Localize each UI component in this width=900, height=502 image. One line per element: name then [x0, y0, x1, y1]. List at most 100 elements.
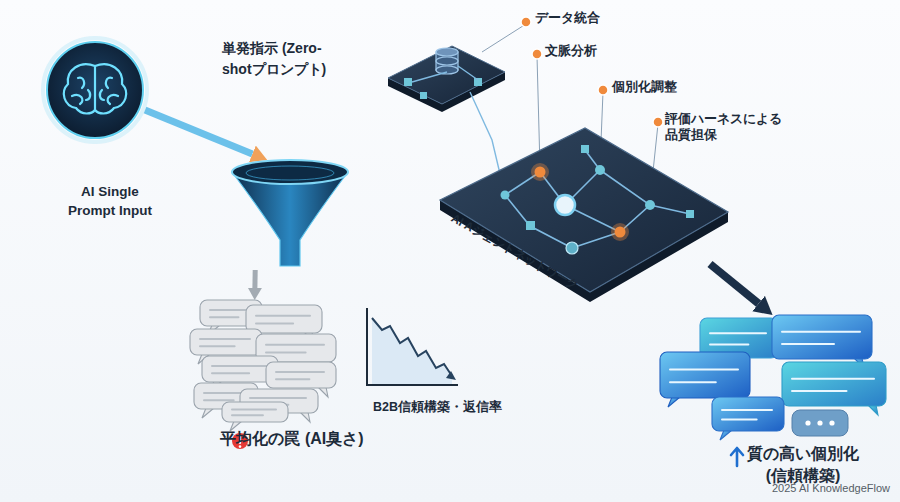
personalized-bubbles-shape-part: [782, 362, 886, 415]
node-sublabel: 評価ハーネスによる 品質担保: [665, 111, 790, 144]
input-brain-circle-shape-part: [43, 38, 147, 142]
generic-bubble-stack-shape-part: [210, 309, 250, 311]
generic-bubble-stack-shape-part: [266, 351, 306, 353]
agent-network-board-shape-part: [521, 17, 531, 27]
generic-bubble-stack-shape-part: [276, 371, 324, 373]
personalized-bubbles-shape-part: [722, 409, 772, 411]
generic-bubble-stack-shape-part: [250, 397, 306, 399]
input-brain-circle-shape: [45, 40, 145, 140]
input-brain-circle-shape-part: [43, 38, 147, 142]
input-brain-circle-shape-part: [78, 78, 84, 88]
personalized-bubbles-shape-part: [792, 410, 848, 436]
node-label: AI Single Prompt Input: [65, 183, 155, 221]
agent-network-board-shape-part: [615, 227, 626, 238]
decline-chart: B2B信頼構築・返信率: [362, 305, 462, 390]
agent-network-board-shape-part: [535, 167, 546, 178]
agent-network-board-shape-part: [532, 49, 542, 59]
personalized-bubbles-shape-part: [782, 331, 860, 333]
agent-network-board-shape-part: [521, 17, 663, 127]
copyright-footer: 2025 AI KnowledgeFlow: [770, 481, 890, 496]
generic-bubble-stack-shape-part: [232, 414, 263, 416]
personalized-bubbles-shape-part: [660, 315, 886, 440]
generic-bubble-stack-shape-part: [256, 322, 293, 324]
personalized-bubbles-shape-part: [829, 420, 834, 425]
generic-bubble-stack-shape-part: [190, 300, 336, 431]
agent-network-board-shape-part: [600, 170, 650, 232]
agent-network-board-shape-part: [686, 210, 694, 218]
agent-network-board-shape-part: [650, 205, 690, 214]
generic-bubble-stack: 平均化の罠 (AI臭さ): [185, 300, 340, 420]
agent-network-board: AI Aジェントネットワークデータ統合文脈分析個別化調整評価ハーネスによる 品質…: [420, 100, 710, 300]
input-brain-circle-shape-part: [94, 66, 96, 110]
input-brain-circle-shape-part: [100, 90, 104, 100]
personalized-bubbles: 質の高い個別化 (信頼構築): [655, 315, 890, 440]
agent-network-board-shape-part: [566, 242, 578, 254]
generic-bubble-stack-shape-part: [200, 345, 235, 347]
up-arrow-icon: [731, 448, 743, 466]
generic-bubble-stack-shape-part: [212, 372, 249, 374]
personalized-bubbles-shape-part: [712, 397, 784, 431]
node-sublabel: 文脈分析: [545, 43, 597, 61]
input-brain-circle: AI Single Prompt Input: [45, 40, 145, 140]
agent-network-board-shape-part: [404, 78, 412, 86]
generic-bubble-stack-shape-part: [276, 378, 309, 380]
generic-bubble-stack-shape-part: [256, 315, 310, 317]
decline-chart-shape-part: [446, 371, 456, 380]
agent-network-board-shape-part: [598, 85, 608, 95]
decline-chart-shape-part: [367, 308, 458, 385]
agent-network-board-shape-part: [595, 165, 605, 175]
prompt-funnel-shape-part: [232, 160, 348, 266]
generic-bubble-stack-shape: [185, 300, 340, 420]
personalized-bubbles-shape-part: [712, 397, 784, 440]
generic-bubble-stack-shape-part: [222, 402, 288, 422]
prompt-funnel-shape-part: [232, 172, 348, 266]
generic-bubble-stack-shape-part: [190, 329, 262, 355]
agent-network-board-shape-part: [388, 17, 728, 302]
personalized-bubbles-shape-part: [782, 343, 834, 345]
prompt-funnel-shape-part: [246, 166, 334, 180]
agent-network-board-shape-part: [526, 221, 535, 230]
node-label: 質の高い個別化 (信頼構築): [723, 443, 883, 486]
agent-network-board-shape-part: [505, 150, 690, 248]
personalized-bubbles-shape-part: [722, 418, 757, 420]
personalized-bubbles-shape-part: [772, 315, 872, 359]
generic-bubble-stack-shape-part: [204, 392, 246, 394]
personalized-bubbles-shape-part: [772, 315, 872, 368]
output-arrow: [252, 270, 257, 288]
prompt-funnel: 単発指示 (Zero-shotプロンプト): [230, 160, 350, 270]
input-brain-circle-shape-part: [72, 95, 82, 104]
node-sublabel: 個別化調整: [612, 79, 677, 97]
agent-network-board-shape-part: [436, 57, 458, 65]
agent-network-board-shape-part: [482, 24, 526, 52]
input-brain-circle-shape-part: [64, 64, 126, 113]
network-output-arrow: [710, 264, 759, 304]
input-brain-circle-shape-part: [64, 64, 126, 113]
personalized-bubbles-shape-part: [805, 420, 810, 425]
personalized-bubbles-shape-part: [710, 332, 766, 334]
personalized-bubbles-shape-part: [792, 378, 874, 380]
decline-chart-shape-part: [372, 318, 452, 385]
agent-network-board-shape-part: [531, 163, 549, 181]
agent-network-board-shape-part: [440, 128, 728, 292]
agent-network-board-shape-part: [611, 223, 629, 241]
agent-network-board-shape-part: [653, 117, 663, 127]
input-brain-circle-shape-part: [86, 90, 90, 100]
personalized-bubbles-shape-part: [710, 343, 748, 345]
agent-network-board-shape-part: [555, 195, 575, 215]
personalized-bubbles-shape-part: [792, 390, 846, 392]
agent-network-board-shape-part: [645, 200, 655, 210]
node-label: B2B信頼構築・返信率: [373, 399, 502, 417]
node-sublabel: データ統合: [535, 10, 600, 28]
personalized-bubbles-shape-part: [817, 420, 822, 425]
decline-chart-shape: [362, 305, 462, 390]
generic-bubble-stack-shape-part: [222, 402, 288, 431]
personalized-bubbles-shape-part: [660, 352, 750, 398]
agent-network-board-shape-part: [388, 46, 505, 104]
agent-network-board-shape-part: [581, 145, 589, 153]
agent-network-board-shape-part: [501, 145, 695, 254]
generic-bubble-stack-shape-part: [232, 409, 276, 411]
personalized-bubbles-shape-part: [670, 368, 738, 370]
personalized-bubbles-shape-part: [782, 362, 886, 406]
personalized-bubbles-shape-part: [792, 410, 848, 436]
